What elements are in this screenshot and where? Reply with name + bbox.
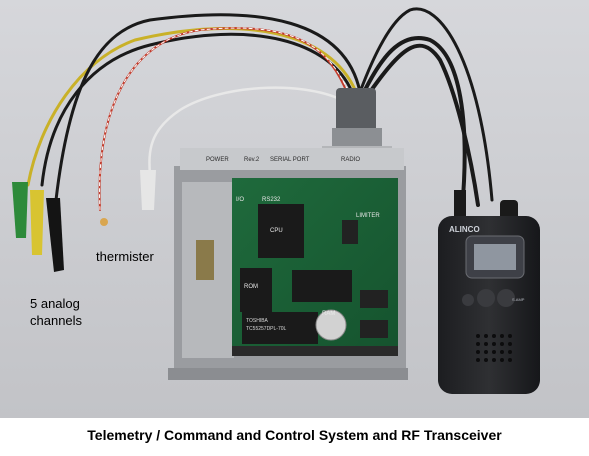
- marking-chip-label: TOSHIBA: [246, 318, 269, 324]
- circuit-board: [232, 178, 398, 356]
- ram-chip: [242, 312, 318, 344]
- marking-rev: Rev.2: [244, 157, 260, 163]
- radio-display: [474, 244, 516, 270]
- radio-speaker-grille: [476, 334, 512, 362]
- label-analog-channels: 5 analog channels: [30, 295, 82, 329]
- radio-antenna: [454, 190, 466, 224]
- marking-cpu: CPU: [270, 228, 283, 234]
- marking-ram: RAM: [322, 311, 335, 317]
- label-analog-line1: 5 analog: [30, 296, 80, 311]
- battery: [315, 309, 347, 341]
- label-thermister: thermister: [96, 249, 154, 264]
- rom-chip: [292, 270, 352, 302]
- marking-radio: RADIO: [341, 157, 360, 163]
- marking-chip-part: TC55257DPL-70L: [246, 326, 287, 332]
- wires: [26, 7, 494, 212]
- radio-transceiver: ALINCO S.AMP: [438, 190, 540, 394]
- marking-rom: ROM: [244, 284, 258, 290]
- marking-limiter: LIMITER: [356, 213, 380, 219]
- marking-rs232: RS232: [262, 197, 281, 203]
- figure-caption: Telemetry / Command and Control System a…: [87, 427, 502, 443]
- label-analog-line2: channels: [30, 313, 83, 328]
- marking-power: POWER: [206, 157, 229, 163]
- radio-brand: ALINCO: [449, 225, 480, 234]
- marking-io: I/O: [236, 197, 244, 203]
- hardware-photo: POWER Rev.2 SERIAL PORT RADIO I/O RS232 …: [0, 0, 589, 418]
- board-markings: POWER Rev.2 SERIAL PORT RADIO I/O RS232 …: [206, 157, 380, 332]
- radio-key-label: S.AMP: [512, 297, 525, 302]
- alligator-clips: [12, 170, 156, 272]
- marking-serial-port: SERIAL PORT: [270, 157, 310, 163]
- cpu-chip: [258, 204, 304, 258]
